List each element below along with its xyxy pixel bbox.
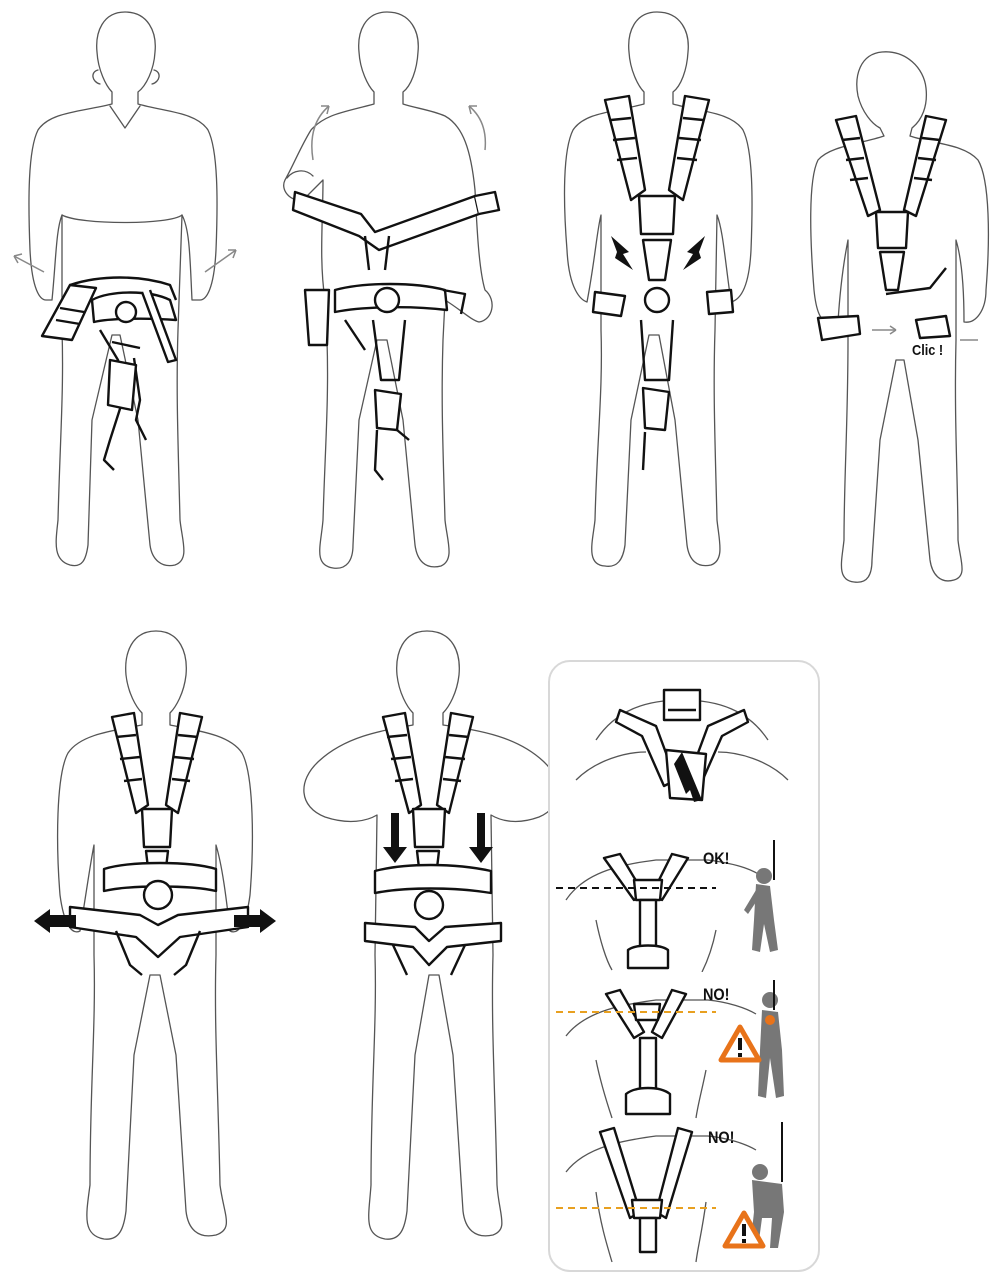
ok-fit-pane [556, 840, 808, 977]
ok-label: OK! [703, 849, 729, 869]
figure-step-2 [265, 0, 525, 600]
figure-step-6 [295, 625, 555, 1273]
warning-triangle-icon [718, 1024, 762, 1069]
bad-fit-pane-1 [556, 980, 808, 1125]
back-view-pane [556, 670, 808, 835]
figure-step-3 [535, 0, 795, 600]
bad-fit-pane-2 [556, 1122, 808, 1269]
click-label: Clic ! [912, 342, 943, 359]
warning-triangle-icon [722, 1210, 766, 1255]
figure-step-5 [20, 625, 290, 1273]
figure-step-1 [0, 0, 260, 600]
no-label-1: NO! [703, 985, 729, 1005]
figure-step-4 [800, 40, 994, 600]
no-label-2: NO! [708, 1128, 734, 1148]
